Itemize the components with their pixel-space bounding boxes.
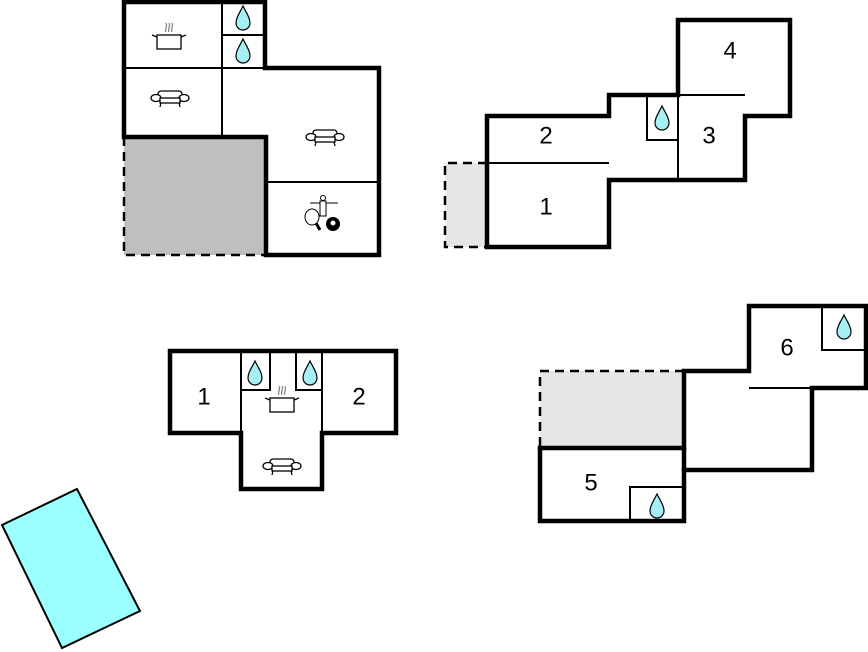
bathroom-icon [247,360,263,386]
outer-wall [121,0,382,258]
room-label: 1 [539,193,552,220]
room-label: 6 [780,334,793,361]
bathroom-icon [235,38,251,64]
outer-wall [537,303,868,524]
terrace [540,371,684,448]
wall [629,486,684,521]
room-label: 1 [197,383,210,410]
bathroom-icon [836,314,852,340]
wall [241,351,271,391]
wall [821,306,866,351]
outer-wall [484,17,793,250]
terrace-boundary [538,369,684,448]
plan-b: 2 1 3 4 [443,17,793,250]
games-icon [304,195,340,231]
kitchen-icon [151,22,187,50]
sofa-icon [150,90,190,108]
bathroom-icon [302,360,318,386]
wall [646,95,678,141]
covered-terrace [124,137,266,255]
room-label: 5 [584,469,597,496]
terrace-boundary [443,161,487,249]
plan-a [121,0,382,258]
terrace-boundary [122,137,266,257]
plan-d: 5 6 [537,303,868,524]
sofa-icon [262,458,302,476]
wall [295,351,322,391]
sofa-icon [305,129,345,147]
terrace [445,163,487,247]
bathroom-icon [649,493,665,519]
bathroom-icon [654,105,670,131]
room-label: 3 [702,122,715,149]
swimming-pool [0,487,142,650]
outer-wall [167,348,399,492]
room-label: 2 [352,383,365,410]
room-label: 2 [539,122,552,149]
bathroom-icon [235,5,251,31]
plan-c: 1 2 [167,348,399,492]
room-label: 4 [723,37,736,64]
